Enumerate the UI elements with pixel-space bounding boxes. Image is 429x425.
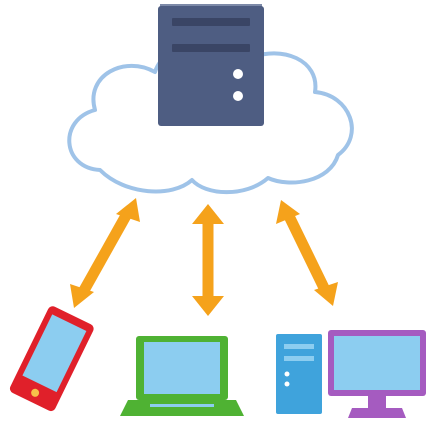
desktop-tower xyxy=(276,334,322,414)
server-icon xyxy=(158,4,264,126)
tower-drive-1 xyxy=(284,344,314,349)
server-led-2 xyxy=(233,91,243,101)
arrow-to-smartphone xyxy=(70,198,140,308)
smartphone-home-button xyxy=(31,388,40,397)
tower-drive-2 xyxy=(284,356,314,361)
arrow-to-laptop xyxy=(192,204,224,316)
server-led-1 xyxy=(233,69,243,79)
smartphone-icon xyxy=(9,306,94,412)
desktop-pc-icon xyxy=(276,330,426,418)
tower-led-1 xyxy=(284,371,290,377)
laptop-icon xyxy=(120,336,244,416)
laptop-keyboard xyxy=(150,404,214,407)
monitor-stand xyxy=(348,408,406,418)
server-slot-2 xyxy=(172,44,250,52)
laptop-screen xyxy=(144,342,220,394)
laptop-base xyxy=(120,400,244,416)
server-slot-1 xyxy=(172,18,250,26)
smartphone-screen xyxy=(22,314,87,393)
tower-led-2 xyxy=(284,381,290,387)
arrow-to-desktop xyxy=(276,200,338,306)
monitor-neck xyxy=(368,396,386,408)
monitor-screen xyxy=(334,336,420,390)
